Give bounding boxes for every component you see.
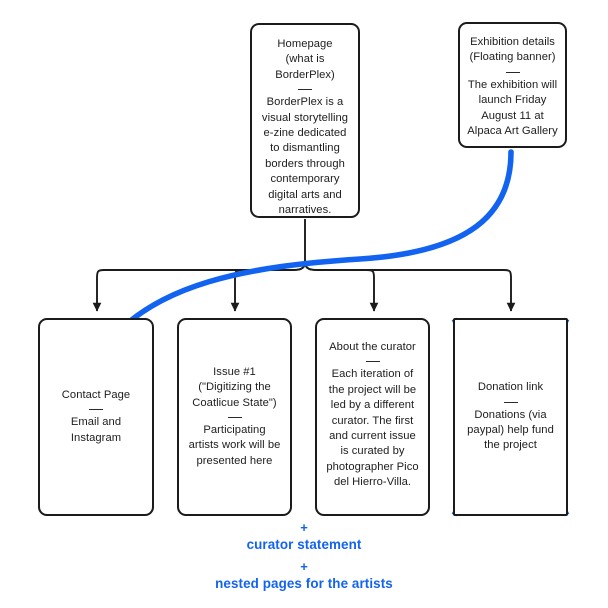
edge-homepage-to-donation xyxy=(304,261,516,312)
annotation-item: + curator statement xyxy=(0,520,608,554)
node-issue-title: Issue #1 ("Digitizing the Coatlicue Stat… xyxy=(192,365,277,409)
node-homepage[interactable]: Homepage (what is BorderPlex) BorderPlex… xyxy=(250,23,360,218)
node-contact-body: Email and Instagram xyxy=(70,416,122,444)
edge-homepage-to-contact xyxy=(92,261,306,312)
node-homepage-title: Homepage (what is BorderPlex) xyxy=(275,38,335,81)
node-curator-body: Each iteration of the project will be le… xyxy=(326,368,419,489)
node-donation-link[interactable]: Donation link Donations (via paypal) hel… xyxy=(453,318,568,516)
node-homepage-divider xyxy=(298,89,312,91)
node-exhibition-title: Exhibition details (Floating banner) xyxy=(469,36,556,64)
node-curator-divider xyxy=(365,361,380,363)
node-contact-page[interactable]: Contact Page Email and Instagram xyxy=(38,318,154,516)
node-issue-body: Participating artists work will be prese… xyxy=(188,424,281,467)
annotation-label-curator-statement: curator statement xyxy=(246,537,362,552)
node-homepage-body: BorderPlex is a visual storytelling e-zi… xyxy=(261,96,349,217)
node-exhibition-divider xyxy=(505,71,520,73)
node-donation-body: Donations (via paypal) help fund the pro… xyxy=(467,408,554,452)
annotation-list: + curator statement + nested pages for t… xyxy=(0,520,608,598)
annotation-item: + nested pages for the artists xyxy=(0,559,608,593)
node-donation-divider xyxy=(503,401,518,403)
annotation-plus-icon: + xyxy=(300,559,308,574)
node-exhibition-details[interactable]: Exhibition details (Floating banner) The… xyxy=(458,22,567,148)
node-curator-title: About the curator xyxy=(329,341,416,353)
node-issue-divider xyxy=(227,417,242,418)
node-exhibition-body: The exhibition will launch Friday August… xyxy=(467,78,558,138)
node-contact-divider xyxy=(89,409,103,411)
annotation-label-nested-pages: nested pages for the artists xyxy=(215,576,393,591)
edge-homepage-to-issue xyxy=(230,261,306,312)
annotation-plus-icon: + xyxy=(300,520,308,535)
edge-homepage-to-curator xyxy=(304,261,379,312)
node-contact-title: Contact Page xyxy=(61,388,131,401)
node-about-the-curator[interactable]: About the curator Each iteration of the … xyxy=(315,318,430,516)
node-issue-1[interactable]: Issue #1 ("Digitizing the Coatlicue Stat… xyxy=(177,318,292,516)
node-donation-title: Donation link xyxy=(477,381,544,394)
